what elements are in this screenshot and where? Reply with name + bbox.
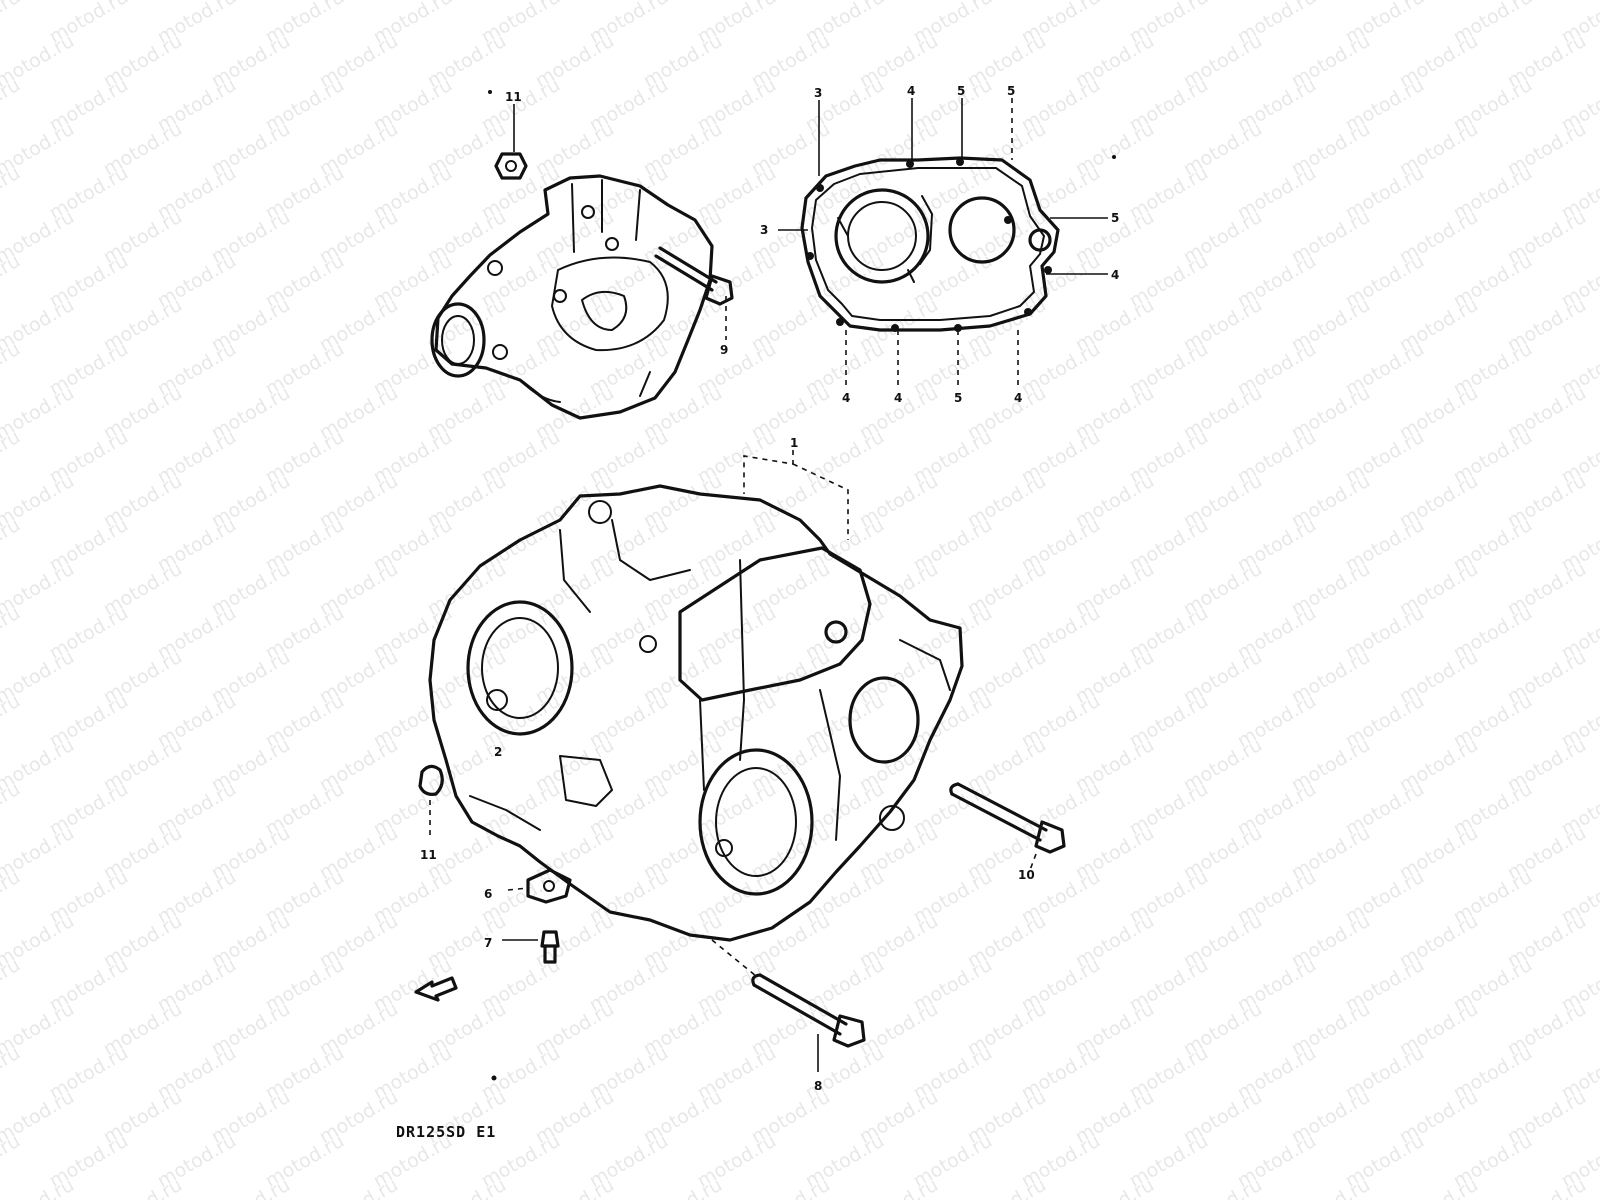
watermark-text: motod.ru	[0, 162, 24, 225]
watermark-text: motod.ru	[0, 514, 24, 577]
watermark-text: motod.ru	[640, 1174, 726, 1200]
callout-4-bottom-2: 4	[894, 391, 902, 405]
callout-8: 8	[814, 1079, 822, 1093]
watermark-text: motod.ru	[0, 74, 24, 137]
watermark-text: motod.ru	[0, 0, 24, 48]
watermark-text: motod.ru	[316, 1174, 402, 1200]
callout-5-top-right: 5	[1007, 84, 1015, 98]
screw-7-drawing	[540, 930, 560, 964]
watermark-text: motod.ru	[1504, 1174, 1590, 1200]
watermark-text: motod.ru	[0, 250, 24, 313]
watermark-text: motod.ru	[748, 1174, 834, 1200]
callout-6: 6	[484, 887, 492, 901]
callout-4-bottom-1: 4	[842, 391, 850, 405]
watermark-text: motod.ru	[0, 778, 24, 841]
nut-11-lower	[418, 764, 444, 796]
drawing-number: DR125SD E1	[396, 1123, 496, 1141]
watermark-text: motod.ru	[0, 866, 24, 929]
callout-labels: 11 3 4 5 5 5 3 4 9 4 4 5 4 1 2 11 6 7 10…	[420, 84, 1119, 1093]
watermark-text: motod.ru	[0, 426, 24, 489]
watermark-text: motod.ru	[1288, 1174, 1374, 1200]
plate-6-drawing	[526, 868, 572, 904]
watermark-text: motod.ru	[0, 602, 24, 665]
front-direction-arrow-icon	[414, 976, 458, 1002]
watermark-text: motod.ru	[0, 954, 24, 1017]
nut-11-upper	[494, 152, 528, 180]
watermark-text: motod.ru	[424, 1174, 510, 1200]
callout-4-top: 4	[907, 84, 915, 98]
watermark-text: motod.ru	[1396, 1174, 1482, 1200]
crankcase-gasket-drawing	[800, 156, 1060, 332]
watermark-text: motod.ru	[0, 1042, 24, 1105]
callout-1: 1	[790, 436, 798, 450]
watermark-text: motod.ru	[532, 1174, 618, 1200]
upper-crankcase-half-drawing	[430, 174, 714, 420]
lower-crankcase-assembly-drawing	[428, 484, 964, 942]
callout-2: 2	[494, 745, 502, 759]
bolt-8-drawing	[751, 973, 866, 1048]
callout-3-top: 3	[814, 86, 822, 100]
watermark-text: motod.ru	[964, 1174, 1050, 1200]
stray-dot	[1112, 155, 1116, 159]
callout-5-top: 5	[957, 84, 965, 98]
callout-5-right: 5	[1111, 211, 1119, 225]
watermark-text: motod.ru	[1072, 1174, 1158, 1200]
callout-5-bottom: 5	[954, 391, 962, 405]
leader-lines	[429, 98, 1108, 1072]
watermark-text: motod.ru	[1180, 1174, 1266, 1200]
watermark-text: motod.ru	[0, 690, 24, 753]
callout-4-bottom-3: 4	[1014, 391, 1022, 405]
watermark-text: motod.ru	[100, 1174, 186, 1200]
callout-3-left: 3	[760, 223, 768, 237]
watermark-text: motod.ru	[0, 1130, 24, 1193]
bolt-10-drawing	[949, 782, 1066, 854]
watermark-text: motod.ru	[0, 338, 24, 401]
watermark-text: motod.ru	[0, 1174, 78, 1200]
callout-7: 7	[484, 936, 492, 950]
callout-11-upper: 11	[505, 90, 522, 104]
stray-dot	[491, 1075, 497, 1081]
callout-11-lower: 11	[420, 848, 437, 862]
watermark-text: motod.ru	[208, 1174, 294, 1200]
watermark-text: motod.ru	[856, 1174, 942, 1200]
callout-4-right: 4	[1111, 268, 1119, 282]
stray-dot	[488, 90, 492, 94]
callout-9: 9	[720, 343, 728, 357]
callout-10: 10	[1018, 868, 1035, 882]
